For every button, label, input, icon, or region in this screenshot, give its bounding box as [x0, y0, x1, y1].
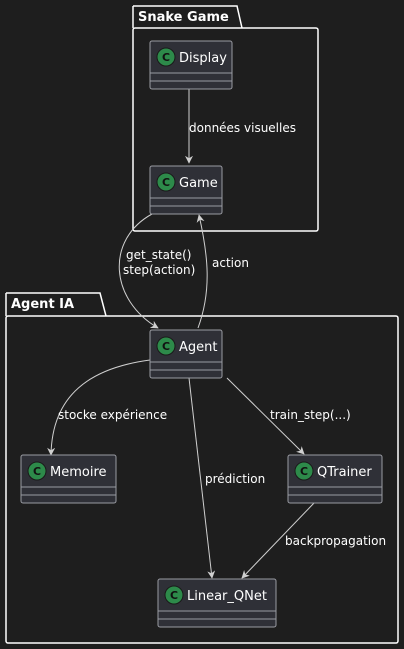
edge-game-agent-label-2: step(action)	[123, 263, 195, 277]
edge-agent-qtrainer-label: train_step(...)	[270, 408, 351, 422]
class-icon: C	[156, 336, 176, 356]
edge-game-agent-label-1: get_state()	[126, 248, 191, 262]
svg-text:C: C	[162, 176, 170, 189]
class-game[interactable]: C Game	[149, 165, 223, 215]
svg-text:C: C	[300, 465, 308, 478]
package-snake-game-tab	[133, 5, 243, 29]
class-display[interactable]: C Display	[149, 40, 233, 90]
class-agent-name: Agent	[179, 340, 217, 355]
package-snake-game-body	[132, 27, 319, 232]
edge-agent-game	[196, 214, 208, 329]
class-agent[interactable]: C Agent	[149, 329, 223, 379]
class-icon: C	[164, 585, 184, 605]
class-qtrainer[interactable]: C QTrainer	[287, 454, 383, 504]
class-memoire-name: Memoire	[50, 465, 107, 480]
svg-text:C: C	[162, 51, 170, 64]
edge-agent-game-label: action	[212, 256, 249, 270]
package-snake-game: Snake Game	[132, 5, 319, 232]
svg-text:C: C	[33, 465, 41, 478]
package-agent-ia-tab	[6, 292, 107, 317]
edge-game-agent	[118, 213, 159, 329]
svg-text:C: C	[170, 589, 178, 602]
class-qtrainer-name: QTrainer	[317, 465, 372, 480]
class-linear-qnet-name: Linear_QNet	[187, 589, 267, 604]
class-icon: C	[156, 172, 176, 192]
class-memoire[interactable]: C Memoire	[20, 454, 117, 504]
class-icon: C	[27, 461, 47, 481]
edge-qtrainer-linear	[241, 501, 316, 579]
edge-agent-linear-label: prédiction	[205, 472, 265, 486]
class-game-name: Game	[179, 176, 218, 191]
package-snake-game-title: Snake Game	[138, 10, 229, 25]
edge-agent-memoire-label: stocke expérience	[58, 408, 167, 422]
edge-display-game-label: données visuelles	[189, 121, 296, 135]
class-display-name: Display	[179, 51, 227, 66]
edge-agent-memoire	[47, 359, 151, 456]
class-linear-qnet[interactable]: C Linear_QNet	[157, 578, 277, 628]
edge-agent-qtrainer	[226, 377, 305, 455]
class-icon: C	[156, 47, 176, 67]
svg-text:C: C	[162, 340, 170, 353]
edges: données visuelles get_state() step(actio…	[47, 89, 386, 579]
package-agent-ia-title: Agent IA	[11, 297, 74, 312]
class-icon: C	[294, 461, 314, 481]
edge-agent-linear	[188, 377, 216, 579]
edge-qtrainer-linear-label: backpropagation	[285, 534, 386, 548]
